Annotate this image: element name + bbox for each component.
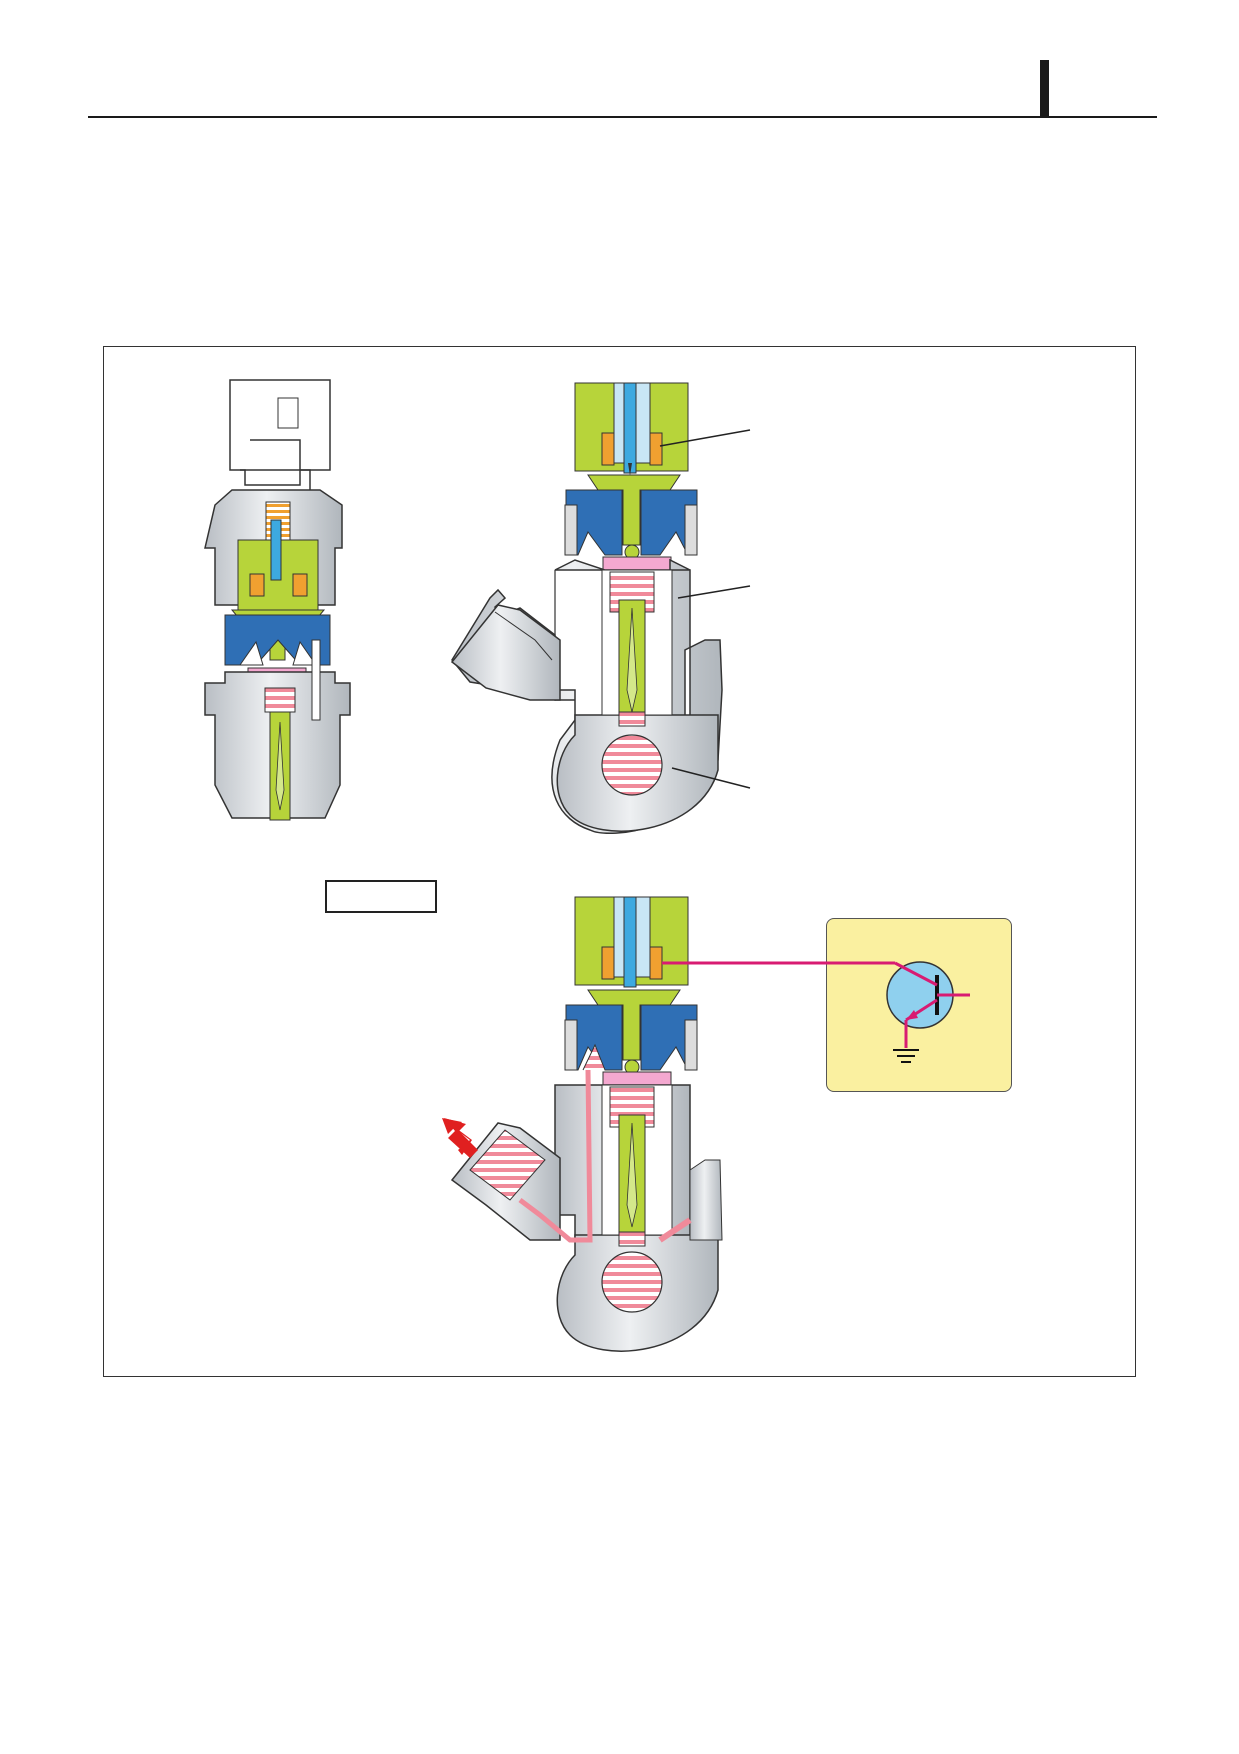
leader-line xyxy=(677,585,751,599)
valve-closed-detail xyxy=(450,382,751,835)
figure-frame xyxy=(103,346,1136,1377)
section-tab-mark xyxy=(1040,60,1049,118)
ground-icon xyxy=(893,1049,919,1063)
leader-line xyxy=(659,429,751,447)
control-circuit xyxy=(662,961,970,1063)
mode-label-box xyxy=(325,880,437,913)
header-rule xyxy=(88,116,1157,118)
full-injector-section xyxy=(204,379,351,821)
leader-line xyxy=(671,767,751,789)
valve-open-detail xyxy=(442,896,723,1352)
